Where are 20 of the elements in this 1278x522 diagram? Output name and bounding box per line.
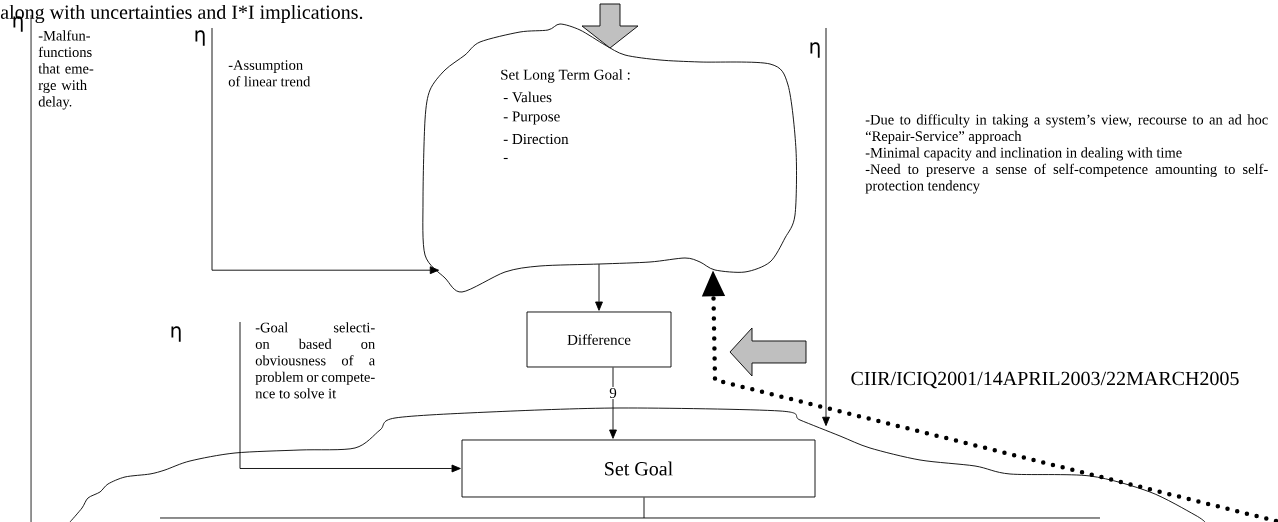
connector-arrow [239,321,461,473]
note-text: CIIR/ICIQ2001/14APRIL2003/22MARCH2005 [851,371,1239,389]
connector-line [643,497,645,519]
connector-arrow [595,263,603,311]
note-text: -Due to difficulty in taking a system’s view, recourse to an ad hoc “Repair-Service” approach -Minimal capacity and inclination in dealing with time -Need to preserve a sense of self-competence amounting to self-protection tendency [865,114,1268,194]
note-text: -Malfun- functions that eme- rge with delay. [38,30,94,110]
process-box: Set Goal [461,439,816,498]
eta-symbol: η [195,30,205,46]
cloud-shape [69,407,1206,522]
connector-arrow [822,27,830,427]
block-arrow [581,3,639,49]
connector-arrow [609,367,617,439]
edge-label: 9 [608,386,618,400]
note-text: -Goal selecti- on based on obviousness of a problem or compete- nce to solve it [255,322,375,399]
connector-line [30,14,32,522]
note-text: -Assumption of linear trend [228,60,311,87]
process-box: Difference [526,311,672,368]
eta-symbol: η [171,326,181,342]
eta-symbol: η [810,42,820,58]
connector-arrow [211,27,440,275]
